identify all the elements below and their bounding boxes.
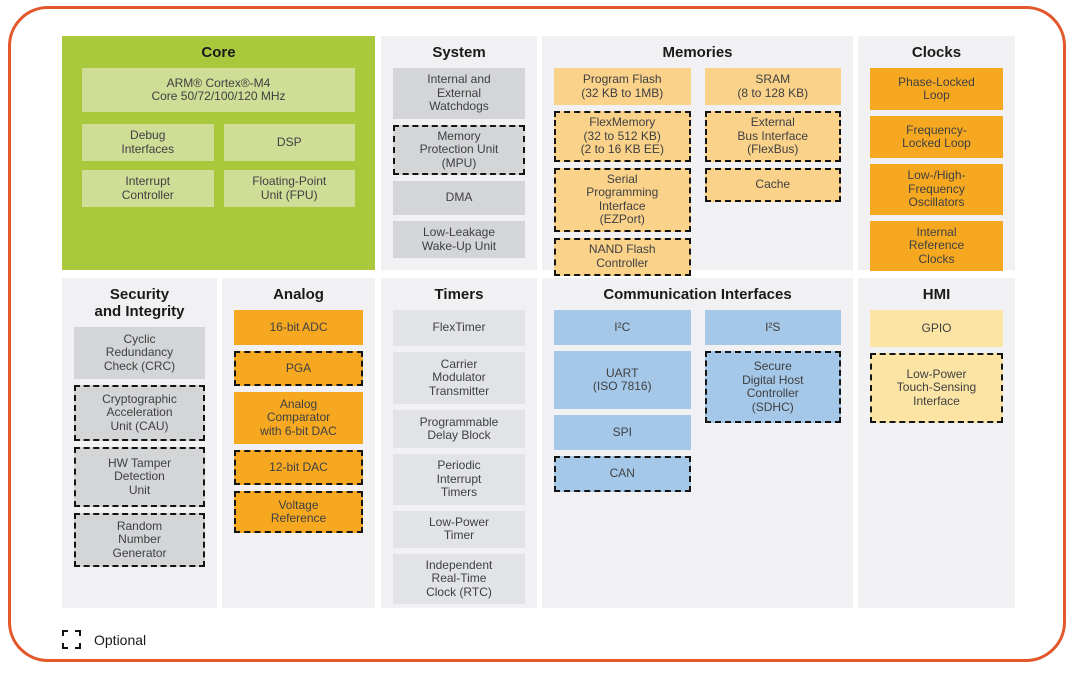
block-pit: Periodic Interrupt Timers	[393, 454, 525, 505]
block-pdb: Programmable Delay Block	[393, 410, 525, 448]
block-rng: Random Number Generator	[74, 513, 205, 567]
block-ezport: Serial Programming Interface (EZPort)	[554, 167, 691, 232]
section-title-hmi: HMI	[922, 286, 951, 303]
block-dac: 12-bit DAC	[234, 450, 363, 485]
section-title-clocks: Clocks	[911, 44, 962, 61]
block-lpt: Low-Power Timer	[393, 510, 525, 548]
block-comparator: Analog Comparator with 6-bit DAC	[234, 392, 363, 444]
block-dma: DMA	[393, 181, 525, 215]
section-memories: Memories Program Flash (32 KB to 1MB) Fle…	[542, 36, 853, 276]
block-column: Cyclic Redundancy Check (CRC) Cryptograph…	[74, 327, 205, 567]
section-hmi: HMI GPIO Low-Power Touch-Sensing Interfac…	[858, 278, 1015, 608]
block-adc: 16-bit ADC	[234, 310, 363, 345]
block-i2c: I²C	[554, 310, 691, 345]
block-nand-flash: NAND Flash Controller	[554, 237, 691, 276]
block-list: I²C UART (ISO 7816) SPI CAN I²S Secure Digita…	[554, 310, 841, 492]
block-uart: UART (ISO 7816)	[554, 351, 691, 409]
section-title-core: Core	[201, 44, 236, 61]
section-core: Core ARM® Cortex®-M4 Core 50/72/100/120 …	[62, 36, 375, 270]
block-list: 16-bit ADC PGA Analog Comparator with 6-bi…	[234, 310, 363, 533]
block-list: Program Flash (32 KB to 1MB) FlexMemory (…	[554, 68, 841, 276]
optional-dashed-box-icon	[62, 630, 81, 649]
block-column: SRAM (8 to 128 KB) External Bus Interface…	[704, 68, 841, 202]
block-dsp: DSP	[223, 124, 355, 161]
block-gpio: GPIO	[870, 310, 1003, 347]
block-fll: Frequency- Locked Loop	[870, 116, 1003, 158]
block-column: 16-bit ADC PGA Analog Comparator with 6-bi…	[234, 310, 363, 533]
block-touch: Low-Power Touch-Sensing Interface	[870, 353, 1003, 423]
block-i2s: I²S	[704, 310, 841, 345]
block-flexbus: External Bus Interface (FlexBus)	[704, 111, 841, 162]
block-fpu: Floating-Point Unit (FPU)	[223, 170, 355, 207]
block-column: I²S Secure Digital Host Controller (SDHC)	[704, 310, 841, 423]
section-title-timers: Timers	[434, 286, 484, 303]
diagram-border	[8, 6, 1066, 662]
block-sdhc: Secure Digital Host Controller (SDHC)	[704, 351, 841, 423]
legend-optional: Optional	[62, 630, 146, 649]
core-block-grid: Debug Interfaces DSP Interrupt Controlle…	[82, 124, 355, 207]
block-hw-tamper: HW Tamper Detection Unit	[74, 447, 205, 507]
section-title-security: Security and Integrity	[94, 286, 185, 320]
block-arm-cortex-m4: ARM® Cortex®-M4 Core 50/72/100/120 MHz	[82, 68, 355, 112]
legend-label: Optional	[94, 631, 147, 648]
section-title-system: System	[432, 44, 486, 61]
section-analog: Analog 16-bit ADC PGA Analog Comparator wi…	[222, 278, 375, 608]
block-pll: Phase-Locked Loop	[870, 68, 1003, 110]
block-mpu: Memory Protection Unit (MPU)	[393, 124, 525, 175]
block-interrupt-controller: Interrupt Controller	[82, 170, 214, 207]
section-communication-interfaces: Communication Interfaces I²C UART (ISO 78…	[542, 278, 853, 608]
block-cache: Cache	[704, 167, 841, 202]
block-cau: Cryptographic Acceleration Unit (CAU)	[74, 385, 205, 441]
section-security-and-integrity: Security and Integrity Cyclic Redundancy…	[62, 278, 217, 608]
block-oscillators: Low-/High- Frequency Oscillators	[870, 164, 1003, 215]
block-program-flash: Program Flash (32 KB to 1MB)	[554, 68, 691, 105]
block-llwu: Low-Leakage Wake-Up Unit	[393, 221, 525, 258]
block-can: CAN	[554, 456, 691, 492]
block-vref: Voltage Reference	[234, 491, 363, 533]
block-spi: SPI	[554, 415, 691, 450]
block-debug-interfaces: Debug Interfaces	[82, 124, 214, 161]
section-title-communication-interfaces: Communication Interfaces	[603, 286, 792, 303]
section-title-memories: Memories	[662, 44, 733, 61]
block-flexmemory: FlexMemory (32 to 512 KB) (2 to 16 KB EE…	[554, 111, 691, 162]
block-crc: Cyclic Redundancy Check (CRC)	[74, 327, 205, 379]
block-column: Program Flash (32 KB to 1MB) FlexMemory (…	[554, 68, 691, 276]
block-list: GPIO Low-Power Touch-Sensing Interface	[870, 310, 1003, 423]
block-watchdogs: Internal and External Watchdogs	[393, 68, 525, 119]
block-cmt: Carrier Modulator Transmitter	[393, 352, 525, 404]
block-pga: PGA	[234, 351, 363, 386]
block-irc: Internal Reference Clocks	[870, 220, 1003, 271]
block-list: Cyclic Redundancy Check (CRC) Cryptograph…	[74, 327, 205, 567]
block-column: I²C UART (ISO 7816) SPI CAN	[554, 310, 691, 492]
block-rtc: Independent Real-Time Clock (RTC)	[393, 553, 525, 604]
block-sram: SRAM (8 to 128 KB)	[704, 68, 841, 105]
block-column: GPIO Low-Power Touch-Sensing Interface	[870, 310, 1003, 423]
block-flextimer: FlexTimer	[393, 310, 525, 346]
section-title-analog: Analog	[273, 286, 324, 303]
